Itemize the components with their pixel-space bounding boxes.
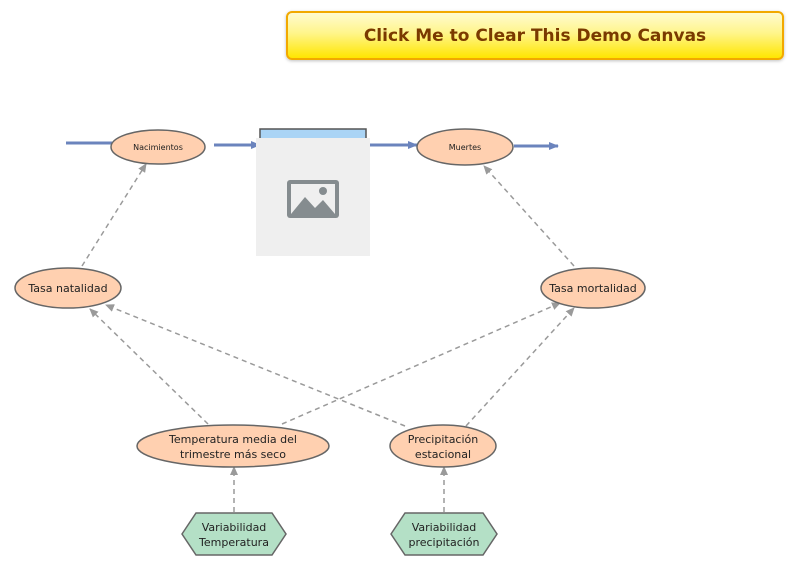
- tasa-natalidad-label: Tasa natalidad: [27, 282, 107, 295]
- converter-variabilidad-precipitacion[interactable]: Variabilidad precipitación: [390, 512, 498, 556]
- link-precipitation-to-deathrate[interactable]: [465, 307, 575, 427]
- tasa-mortalidad-label: Tasa mortalidad: [548, 282, 636, 295]
- flow-nacimientos[interactable]: Nacimientos: [110, 129, 206, 165]
- stock-poblacion[interactable]: Población: [259, 128, 367, 164]
- flow-muertes[interactable]: Muertes: [416, 128, 514, 166]
- variable-precipitacion-estacional[interactable]: Precipitación estacional: [389, 424, 497, 468]
- clear-canvas-button[interactable]: Click Me to Clear This Demo Canvas: [286, 11, 784, 60]
- precipitacion-label-line2: estacional: [415, 448, 471, 461]
- link-temperature-to-deathrate[interactable]: [281, 302, 561, 425]
- link-temperature-to-birthrate[interactable]: [89, 308, 209, 425]
- link-deathrate-to-deaths[interactable]: [483, 165, 575, 267]
- link-precipitation-to-birthrate[interactable]: [105, 304, 406, 427]
- converter-variabilidad-temperatura[interactable]: Variabilidad Temperatura: [181, 512, 287, 556]
- precipitacion-label-line1: Precipitación: [408, 433, 479, 446]
- image-icon: [287, 180, 339, 218]
- temp-var-label-line2: Temperatura: [198, 536, 269, 549]
- variable-tasa-natalidad[interactable]: Tasa natalidad: [14, 267, 122, 309]
- image-placeholder: [256, 138, 370, 256]
- variable-temperatura-media[interactable]: Temperatura media del trimestre más seco: [136, 424, 330, 468]
- stock-label: Población: [301, 140, 334, 148]
- precip-var-label-line1: Variabilidad: [412, 521, 477, 534]
- variable-tasa-mortalidad[interactable]: Tasa mortalidad: [540, 267, 646, 309]
- flow-muertes-label: Muertes: [449, 143, 481, 152]
- flow-nacimientos-label: Nacimientos: [133, 143, 183, 152]
- temperatura-label-line1: Temperatura media del: [168, 433, 297, 446]
- temp-var-label-line1: Variabilidad: [202, 521, 267, 534]
- temperatura-label-line2: trimestre más seco: [180, 448, 286, 461]
- precip-var-label-line2: precipitación: [408, 536, 479, 549]
- link-birthrate-to-births[interactable]: [81, 163, 147, 267]
